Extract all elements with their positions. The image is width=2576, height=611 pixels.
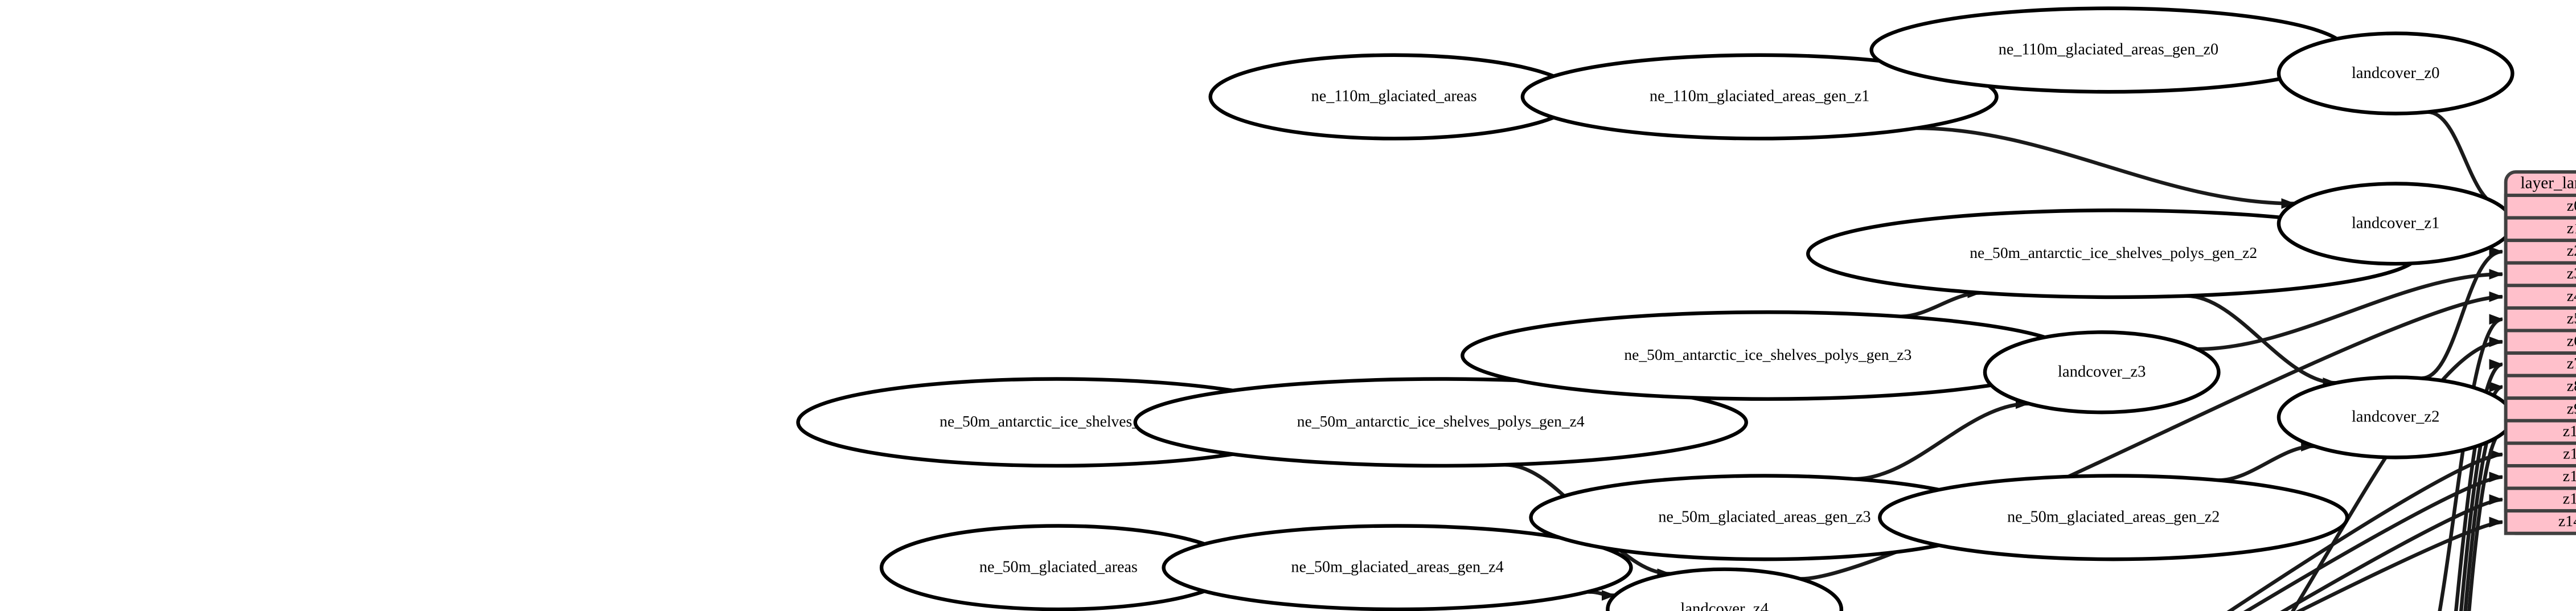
table-row-z2[interactable] [2504,239,2576,265]
edge-osm_landcover_gen_z10-to-layer_landcover_z10 [2467,427,2504,611]
table-row-z1[interactable] [2504,216,2576,243]
node-ne_50m_glaciated_areas[interactable]: ne_50m_glaciated_areas [880,524,1237,611]
table-row-z5[interactable] [2504,306,2576,333]
node-landcover_z1[interactable]: landcover_z1 [2276,182,2515,266]
node-ne_50m_glaciated_areas_gen_z2[interactable]: ne_50m_glaciated_areas_gen_z2 [1878,474,2349,561]
table-row-label-z2: z2 [2567,242,2576,260]
node-ellipse [1133,377,1748,468]
table-row-label-z7: z7 [2567,355,2576,372]
node-ne_110m_glaciated_areas_gen_z0[interactable]: ne_110m_glaciated_areas_gen_z0 [1869,6,2348,94]
edge-landcover_z5-to-layer_landcover_z5 [2438,314,2504,611]
node-ne_50m_antarctic_ice_shelves_polys_gen_z4[interactable]: ne_50m_antarctic_ice_shelves_polys_gen_z… [1133,377,1748,468]
node-landcover_z3[interactable]: landcover_z3 [1983,330,2221,415]
table-row-label-z5: z5 [2567,310,2576,327]
edge-landcover_z3-to-layer_landcover_z3 [2197,269,2504,351]
node-label: ne_50m_antarctic_ice_shelves_polys_gen_z… [1624,346,1912,363]
edge-osm_landcover_gen_z12-to-layer_landcover_z12 [2243,471,2504,611]
table-row-label-z13: z13 [2563,490,2576,508]
table-row-z9[interactable] [2504,396,2576,423]
edge-osm_landcover_gen_z11-to-layer_landcover_z11 [2226,449,2504,611]
table-row-label-z1: z1 [2567,220,2576,237]
table-row-label-z10: z10 [2563,423,2576,440]
node-ellipse [1878,474,2349,561]
edge-ne_50m_glaciated_areas_gen_z2-to-landcover_z2 [2218,441,2316,482]
table-row-label-z3: z3 [2567,265,2576,282]
table-row-z4[interactable] [2504,284,2576,310]
node-ellipse [1520,53,1999,141]
node-label: landcover_z2 [2352,408,2440,426]
edge-landcover_z6-to-layer_landcover_z6 [2291,336,2504,611]
node-label: ne_110m_glaciated_areas [1311,88,1477,105]
node-ne_50m_glaciated_areas_gen_z4[interactable]: ne_50m_glaciated_areas_gen_z4 [1162,524,1633,611]
edge-osm_landcover_gen_z13-to-layer_landcover_z13 [2280,494,2504,611]
edge-landcover_z2-to-layer_landcover_z2 [2421,246,2504,380]
nodes-layer: imposm3osm_landcover_polygonsimplify_vw_… [796,6,2515,611]
node-label: landcover_z4 [1680,600,1769,611]
table-row-label-z9: z9 [2567,400,2576,417]
node-landcover_z0[interactable]: landcover_z0 [2276,31,2515,116]
edge-osm_landcover_polygon-to-layer_landcover_z14 [2295,516,2504,611]
table-row-label-z12: z12 [2563,468,2576,485]
table-row-z6[interactable] [2504,329,2576,355]
node-label: ne_50m_glaciated_areas [979,558,1138,576]
node-ne_50m_antarctic_ice_shelves_polys_gen_z3[interactable]: ne_50m_antarctic_ice_shelves_polys_gen_z… [1461,310,2075,401]
node-ellipse [1606,567,1844,611]
table-row-z14p[interactable] [2504,509,2576,535]
table-row-z0[interactable] [2504,194,2576,220]
table-row-label-z6: z6 [2567,333,2576,350]
table-row-z12[interactable] [2504,464,2576,490]
node-label: ne_50m_glaciated_areas_gen_z2 [2007,508,2220,526]
node-label: ne_50m_glaciated_areas_gen_z3 [1658,508,1871,526]
table-title: layer_landcover [2521,174,2576,192]
node-label: landcover_z1 [2352,214,2440,232]
table-row-label-z0: z0 [2567,197,2576,215]
node-label: ne_110m_glaciated_areas_gen_z0 [1999,41,2218,59]
edge-osm_landcover_gen_z9-to-layer_landcover_z9 [2463,404,2504,611]
node-label: landcover_z0 [2352,64,2440,82]
node-label: ne_50m_antarctic_ice_shelves_polys_gen_z… [1970,244,2257,261]
node-label: landcover_z3 [2058,363,2146,381]
table-row-label-z11: z11 [2563,445,2576,462]
node-label: ne_110m_glaciated_areas_gen_z1 [1650,88,1869,105]
table-row-label-z14p: z14+ [2558,512,2576,530]
edge-ne_110m_glaciated_areas_gen_z1-to-landcover_z1 [1916,126,2296,209]
node-landcover_z4[interactable]: landcover_z4 [1606,567,1844,611]
table-row-label-z4: z4 [2567,287,2576,305]
node-ellipse [2276,31,2515,116]
layer-landcover-table: layer_landcover z0 z1 z2 z3 z4 z5 z6 z7 z8 z9 z10 z1… [2504,170,2576,535]
node-ne_110m_glaciated_areas_gen_z1[interactable]: ne_110m_glaciated_areas_gen_z1 [1520,53,1999,141]
node-label: ne_50m_glaciated_areas_gen_z4 [1291,558,1503,576]
table-row-z7[interactable] [2504,351,2576,378]
node-ellipse [1162,524,1633,611]
node-landcover_z2[interactable]: landcover_z2 [2276,375,2515,460]
table-row-z8[interactable] [2504,374,2576,400]
edge-ne_50m_antarctic_ice_shelves_polys_gen_z3-to-ne_50m_antarctic_ice_shelves_polys_gen_z2 [1900,287,1982,319]
node-ellipse [1983,330,2221,415]
edge-ne_50m_glaciated_areas_gen_z3-to-landcover_z3 [1854,398,2030,481]
edge-landcover_z4-to-layer_landcover_z4 [1800,291,2504,581]
table-row-label-z8: z8 [2567,378,2576,395]
node-ne_50m_antarctic_ice_shelves_polys_gen_z2[interactable]: ne_50m_antarctic_ice_shelves_polys_gen_z… [1806,208,2421,300]
node-label: ne_50m_antarctic_ice_shelves_polys_gen_z… [1297,412,1585,430]
table-row-z3[interactable] [2504,261,2576,288]
